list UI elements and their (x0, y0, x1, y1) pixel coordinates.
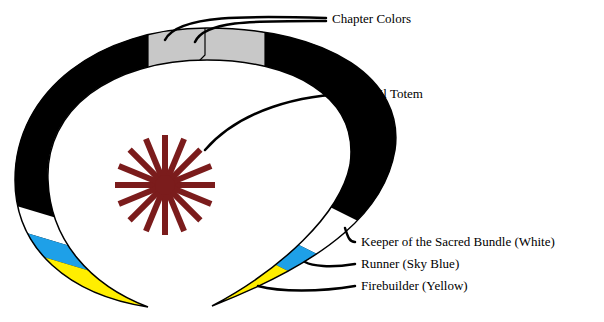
part-label: Keeper of the Sacred Bundle (White) (361, 234, 555, 250)
leader-lines (165, 17, 355, 291)
sash-outline (15, 28, 396, 307)
part-label: Runner (Sky Blue) (361, 256, 459, 272)
part-label: Firebuilder (Yellow) (361, 278, 468, 294)
part-label: Chapter Colors (332, 11, 411, 27)
vigil-totem (115, 135, 215, 235)
part-label: Vigil Totem (361, 86, 423, 102)
